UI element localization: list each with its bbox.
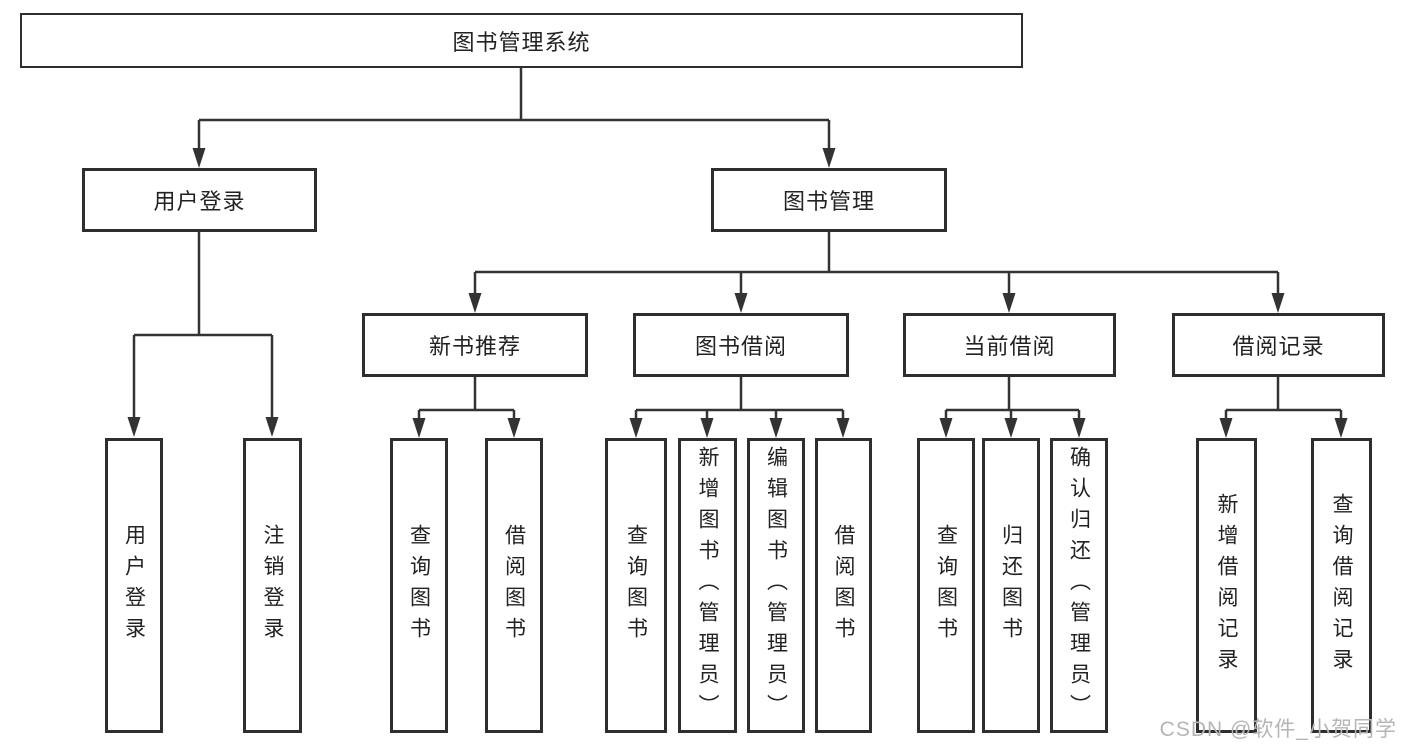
node-new-book-rec-label: 新书推荐	[428, 334, 521, 359]
connector-current-borrow	[944, 377, 1081, 420]
node-root-label: 图书管理系统	[452, 29, 591, 55]
node-book-borrow-label: 图书借阅	[694, 334, 787, 359]
node-user-login-group: 用户登录	[82, 168, 317, 232]
node-leaf-bor-edit-book: 编辑图书（管理员）	[747, 438, 805, 733]
csdn-watermark: CSDN @软件_小贺同学	[1159, 718, 1397, 741]
node-leaf-log-add-record-label: 新增借阅记录	[1215, 492, 1238, 679]
node-book-mgmt-group: 图书管理	[711, 168, 947, 232]
node-book-borrow: 图书借阅	[633, 313, 849, 377]
node-leaf-log-query-record: 查询借阅记录	[1311, 438, 1372, 733]
node-leaf-logout: 注销登录	[243, 438, 302, 733]
node-leaf-cur-confirm-return-label: 确认归还（管理员）	[1067, 446, 1091, 725]
node-current-borrow-label: 当前借阅	[963, 334, 1056, 359]
node-leaf-bor-borrow-book: 借阅图书	[815, 438, 872, 733]
node-leaf-rec-query-book-label: 查询图书	[407, 523, 431, 648]
node-leaf-bor-edit-book-label: 编辑图书（管理员）	[764, 446, 788, 725]
node-borrow-record: 借阅记录	[1172, 313, 1385, 377]
connector-book-borrow	[634, 377, 845, 420]
node-leaf-rec-borrow-book: 借阅图书	[485, 438, 543, 733]
node-leaf-rec-query-book: 查询图书	[390, 438, 448, 733]
node-leaf-user-login-label: 用户登录	[122, 523, 146, 648]
connector-user-login-group	[132, 232, 274, 419]
node-leaf-cur-return-book: 归还图书	[982, 438, 1040, 733]
node-book-mgmt-group-label: 图书管理	[782, 189, 875, 214]
connector-new-book-rec	[417, 377, 516, 420]
node-leaf-bor-add-book: 新增图书（管理员）	[678, 438, 737, 733]
node-root: 图书管理系统	[20, 13, 1023, 68]
node-leaf-log-add-record: 新增借阅记录	[1196, 438, 1257, 733]
node-leaf-user-login: 用户登录	[105, 438, 163, 733]
node-leaf-cur-query-book-label: 查询图书	[934, 523, 958, 648]
node-leaf-bor-query-book: 查询图书	[605, 438, 667, 733]
node-leaf-logout-label: 注销登录	[261, 523, 284, 648]
connector-book-mgmt-group	[473, 232, 1280, 295]
connector-borrow-record	[1224, 377, 1343, 420]
node-new-book-rec: 新书推荐	[362, 313, 588, 377]
node-leaf-rec-borrow-book-label: 借阅图书	[502, 523, 526, 648]
node-leaf-bor-query-book-label: 查询图书	[624, 523, 648, 648]
node-leaf-cur-confirm-return: 确认归还（管理员）	[1050, 438, 1108, 733]
node-user-login-group-label: 用户登录	[153, 189, 246, 214]
node-borrow-record-label: 借阅记录	[1232, 334, 1325, 359]
node-current-borrow: 当前借阅	[903, 313, 1116, 377]
connector-root	[197, 68, 831, 150]
node-leaf-cur-query-book: 查询图书	[917, 438, 975, 733]
node-leaf-log-query-record-label: 查询借阅记录	[1330, 492, 1353, 679]
node-leaf-cur-return-book-label: 归还图书	[999, 523, 1023, 648]
node-leaf-bor-add-book-label: 新增图书（管理员）	[696, 446, 719, 725]
node-leaf-bor-borrow-book-label: 借阅图书	[832, 523, 855, 648]
